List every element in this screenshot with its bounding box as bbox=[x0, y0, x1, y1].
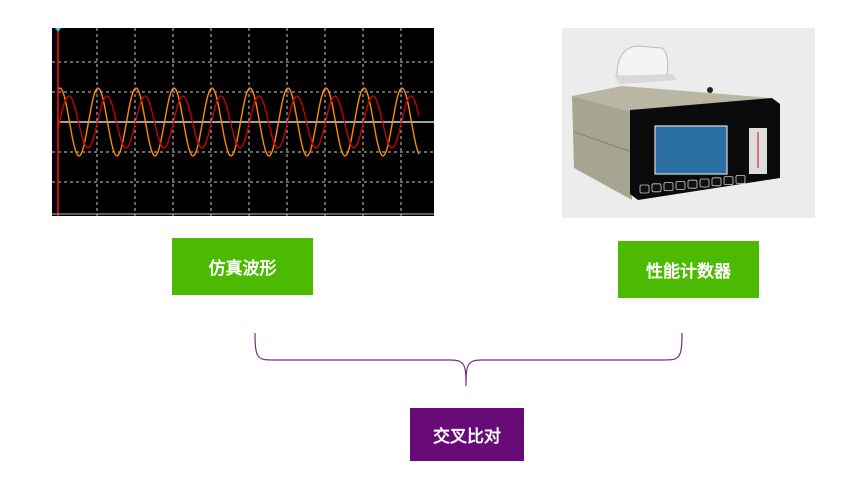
keypad bbox=[639, 174, 746, 194]
keypad-button bbox=[675, 180, 686, 190]
scope-grid bbox=[52, 28, 434, 216]
simulation-waveform-image bbox=[52, 28, 434, 216]
simulation-waveform-label: 仿真波形 bbox=[172, 238, 313, 295]
performance-counter-device-image bbox=[562, 28, 815, 218]
keypad-button bbox=[687, 179, 698, 189]
red-waveform bbox=[57, 95, 420, 149]
cross-comparison-label: 交叉比对 bbox=[410, 408, 524, 461]
performance-counter-label: 性能计数器 bbox=[618, 241, 759, 298]
orange-waveform bbox=[57, 87, 420, 157]
keypad-button bbox=[699, 178, 710, 188]
keypad-button bbox=[639, 184, 650, 194]
keypad-button bbox=[651, 183, 662, 193]
keypad-button bbox=[723, 176, 734, 186]
lcd-screen bbox=[654, 125, 728, 175]
trigger-marker-icon bbox=[55, 28, 61, 32]
keypad-button bbox=[711, 177, 722, 187]
keypad-button bbox=[663, 182, 674, 192]
printer-paper bbox=[616, 45, 669, 77]
keypad-button bbox=[735, 174, 746, 184]
